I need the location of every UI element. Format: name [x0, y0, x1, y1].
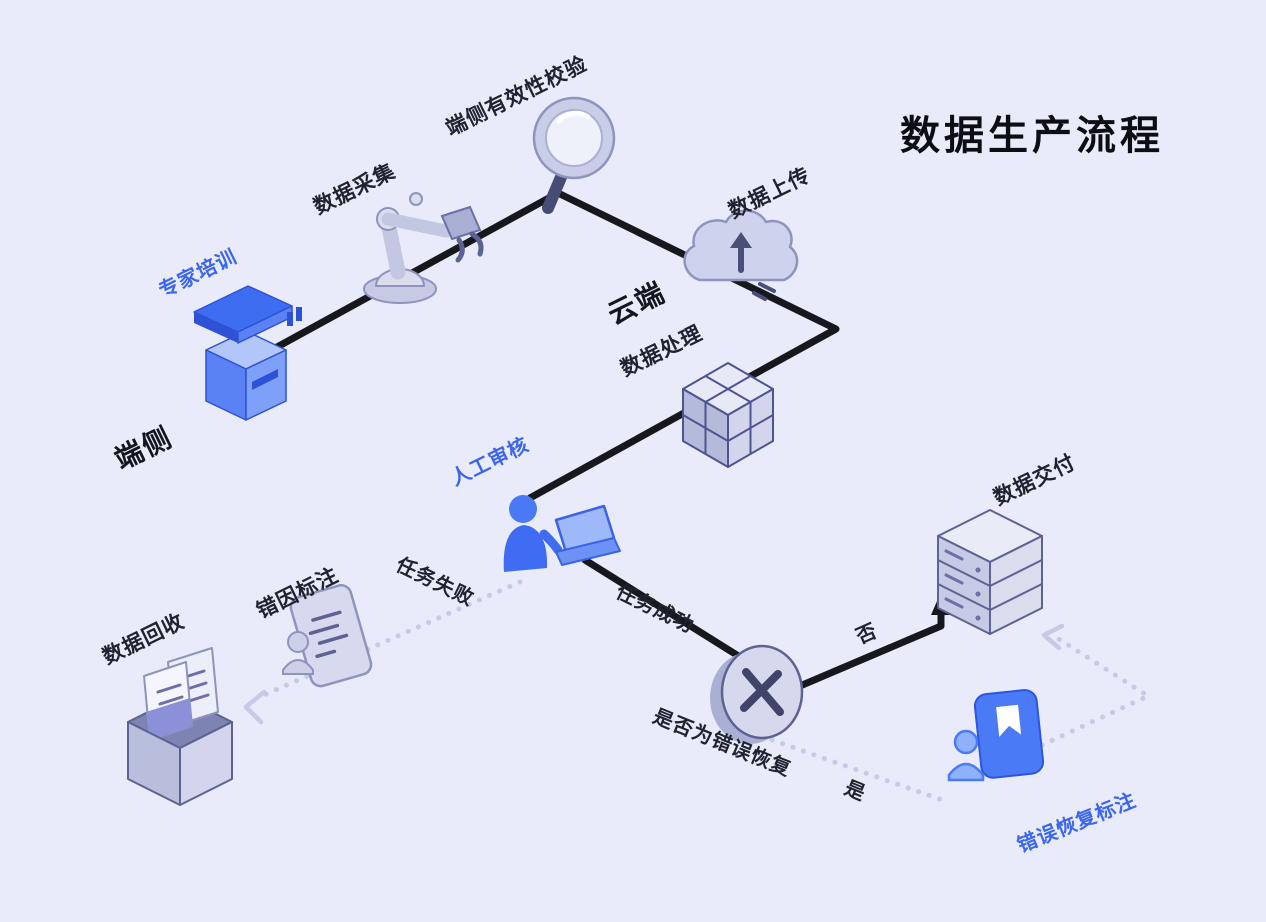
- dotted-flow-lines: [259, 579, 1151, 805]
- main-flow-line: [264, 189, 945, 690]
- edge-yes-line: [769, 737, 951, 805]
- robot-arm-icon: [363, 192, 484, 304]
- document-person-icon: [282, 584, 373, 688]
- recycle-box-icon: [127, 647, 233, 806]
- podium-icon: [193, 285, 302, 421]
- arrowhead-to-delivery: [1041, 623, 1065, 651]
- arrowhead-to-recycle: [243, 689, 267, 725]
- person-laptop-icon: [503, 495, 621, 572]
- magnifier-icon: [532, 96, 616, 214]
- page-title: 数据生产流程: [900, 114, 1164, 158]
- cube-icon: [682, 362, 774, 468]
- edge-task-success-line: [581, 556, 752, 666]
- edge-task-failed-line: [259, 579, 523, 699]
- dotted-arrowheads: [243, 623, 1065, 725]
- person-book-icon: [947, 689, 1045, 782]
- edge-recovery-return-line: [1039, 633, 1151, 748]
- server-icon: [937, 509, 1043, 635]
- decision-x-icon: [710, 644, 804, 744]
- cloud-upload-icon: [683, 209, 799, 301]
